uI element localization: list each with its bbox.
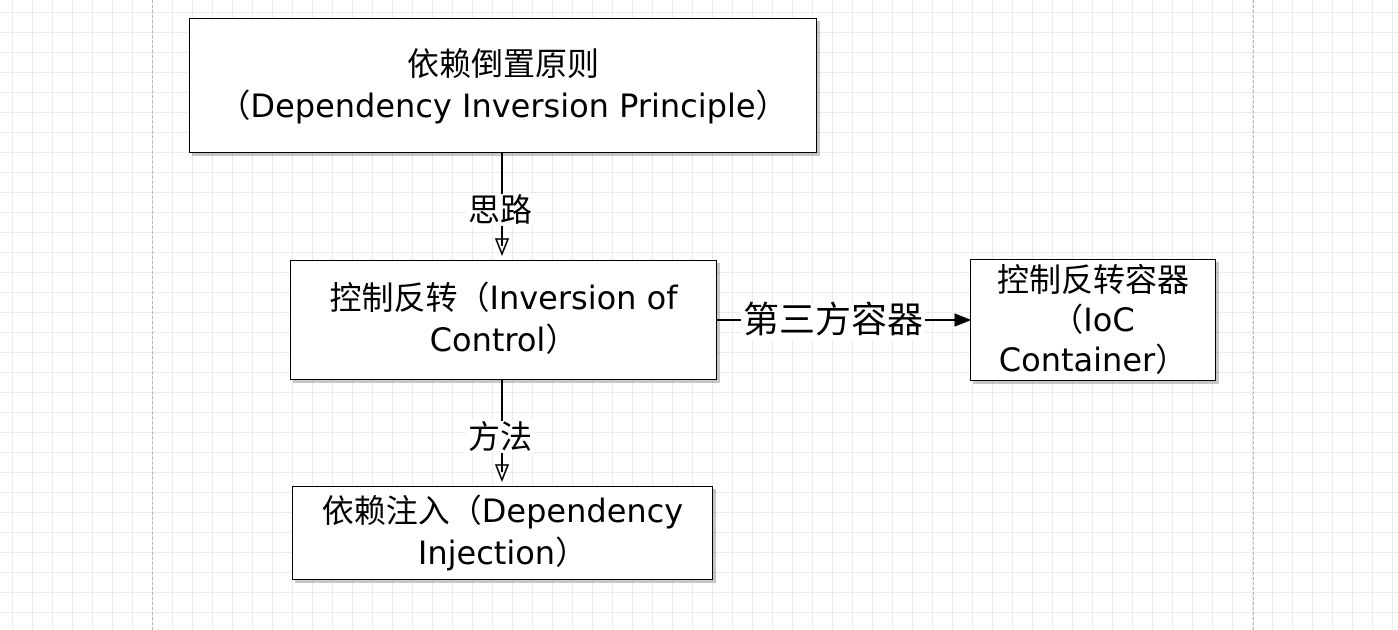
node-di-line2: Injection） bbox=[417, 534, 588, 572]
edge-label-ioc-to-container: 第三方容器 bbox=[741, 300, 926, 341]
node-container-line3: Container） bbox=[998, 341, 1188, 379]
edge-label-ioc-to-di: 方法 bbox=[466, 418, 535, 456]
edge-arrow-ioc-to-di bbox=[494, 464, 510, 483]
node-ioc-text: 控制反转（Inversion of Control） bbox=[330, 278, 678, 361]
node-dip-text: 依赖倒置原则 （Dependency Inversion Principle） bbox=[218, 44, 787, 127]
edge-label-dip-to-ioc: 思路 bbox=[466, 191, 535, 229]
node-container-line2: （IoC bbox=[1051, 301, 1135, 339]
node-inversion-of-control[interactable]: 控制反转（Inversion of Control） bbox=[290, 260, 717, 380]
page-boundary-left bbox=[152, 0, 153, 630]
node-di-text: 依赖注入（Dependency Injection） bbox=[322, 491, 683, 574]
node-container-text: 控制反转容器 （IoC Container） bbox=[997, 260, 1189, 380]
node-dependency-injection[interactable]: 依赖注入（Dependency Injection） bbox=[292, 486, 713, 580]
node-ioc-line2: Control） bbox=[429, 321, 578, 359]
node-dip-line1: 依赖倒置原则 bbox=[406, 44, 599, 83]
edge-arrow-dip-to-ioc bbox=[494, 238, 510, 257]
node-ioc-line1: 控制反转（Inversion of bbox=[329, 279, 678, 318]
edge-arrow-ioc-to-container bbox=[954, 313, 972, 327]
node-dip-line2: （Dependency Inversion Principle） bbox=[218, 86, 788, 125]
node-ioc-container[interactable]: 控制反转容器 （IoC Container） bbox=[970, 259, 1216, 381]
node-dependency-inversion-principle[interactable]: 依赖倒置原则 （Dependency Inversion Principle） bbox=[189, 18, 817, 153]
page-boundary-right bbox=[1253, 0, 1254, 630]
node-container-line1: 控制反转容器 bbox=[996, 261, 1189, 299]
node-di-line1: 依赖注入（Dependency bbox=[321, 492, 684, 531]
